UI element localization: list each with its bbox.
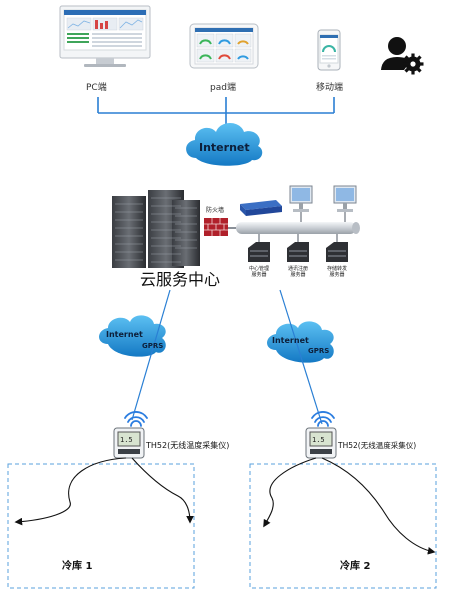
sensor-arrows <box>14 457 436 555</box>
network-switch-icon <box>240 200 282 216</box>
gprs-cloud-left <box>99 315 166 357</box>
cold-room-2-label: 冷库 2 <box>340 561 371 572</box>
mobile-phone <box>317 29 341 71</box>
firewall-icon <box>204 218 228 236</box>
client-label-mobile: 移动端 <box>316 83 344 93</box>
workstation-2 <box>333 185 357 222</box>
link-2-internet-label: Internet <box>272 336 309 345</box>
cold-room-2-border <box>249 463 437 589</box>
link-2-gprs-label: GPRS <box>308 347 330 355</box>
backbone-pipe <box>228 222 360 234</box>
th52-device-1: 1.5 <box>113 427 145 459</box>
server-racks <box>112 190 200 268</box>
cold-room-1-label: 冷库 1 <box>62 561 93 572</box>
pc-monitor <box>59 5 151 67</box>
pad-tablet <box>189 23 259 69</box>
admin-gear-icon <box>381 37 424 75</box>
workstation-1 <box>289 185 313 222</box>
gprs-cloud-right <box>267 321 334 363</box>
client-label-pad: pad端 <box>210 83 236 93</box>
mini-servers <box>248 234 348 262</box>
wifi-icon <box>124 411 335 427</box>
server-label-2: 通讯注册 服务器 <box>287 266 308 278</box>
cold-room-1-border <box>7 463 195 589</box>
device-1-label: TH52(无线温度采集仪) <box>146 441 230 450</box>
link-1-internet-label: Internet <box>106 330 143 339</box>
svg-text:1.5: 1.5 <box>120 436 133 444</box>
device-2-label: TH52(无线温度采集仪) <box>338 441 417 450</box>
internet-main-label: Internet <box>199 141 250 154</box>
cloud-service-center-title: 云服务中心 <box>140 270 221 289</box>
th52-device-2: 1.5 <box>305 427 337 459</box>
uplink-lines <box>131 289 323 425</box>
server-label-3: 存储转发 服务器 <box>326 266 347 278</box>
client-label-pc: PC端 <box>86 83 107 93</box>
link-1-gprs-label: GPRS <box>142 342 164 350</box>
svg-text:1.5: 1.5 <box>312 436 325 444</box>
internet-cloud-main <box>186 123 263 166</box>
firewall-label: 防火墙 <box>206 207 225 214</box>
client-bracket <box>97 97 335 125</box>
server-label-1: 中心管理 服务器 <box>248 266 269 278</box>
